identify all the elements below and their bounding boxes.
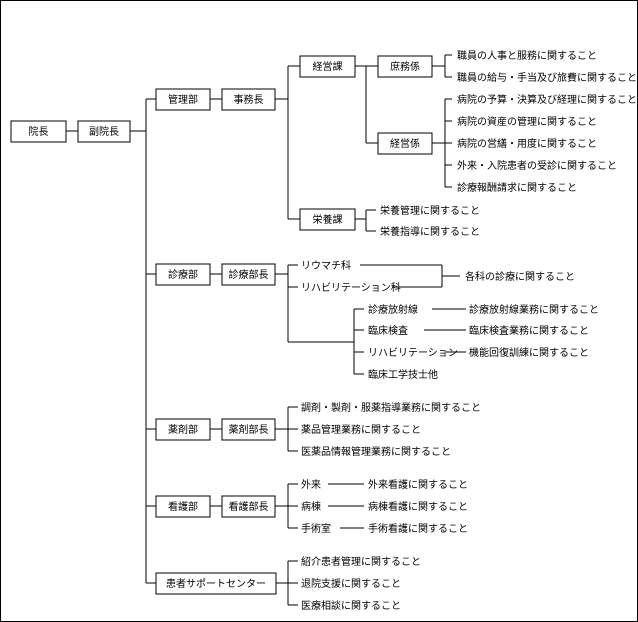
duty-item: 職員の給与・手当及び旅費に関すること [457,71,637,84]
clinical-unit-label: リハビリテーション [368,347,458,359]
duty-item: 各科の診療に関すること [465,270,575,283]
duty-item: 手術看護に関すること [368,522,468,535]
keiei-unit-node: 経営係 [377,132,433,155]
clinical-unit-label: 診療放射線 [368,303,418,316]
duty-item: 病院の予算・決算及び経理に関すること [457,93,637,106]
director-label: 院長 [29,125,49,138]
duty-item: 医療相談に関すること [301,599,401,612]
duty-item: 臨床検査業務に関すること [469,324,589,337]
clinical-head-node: 診療部長 [221,263,276,286]
pharmacy-head-label: 薬剤部長 [229,423,269,436]
nursing-unit-label: 病棟 [301,500,321,513]
eiyo-section-node: 栄養課 [299,208,356,231]
duty-item: 外来看護に関すること [368,478,468,491]
nursing-dept-label: 看護部 [168,500,198,513]
support-items: 紹介患者管理に関すること 退院支援に関すること 医療相談に関すること [301,555,421,612]
nursing-unit-label: 外来 [301,479,321,491]
duty-item: 病棟看護に関すること [368,500,468,513]
duty-item: 栄養管理に関すること [380,204,480,217]
duty-item: 医薬品情報管理業務に関すること [301,445,451,458]
keiei-section-node: 経営課 [299,55,356,78]
vice-director-node: 副院長 [77,120,131,143]
clinical-unit-label: リウマチ科 [301,259,351,272]
pharmacy-dept-node: 薬剤部 [155,418,211,441]
duty-item: 紹介患者管理に関すること [301,555,421,568]
clinical-dept-node: 診療部 [155,263,211,286]
shomu-unit-label: 庶務係 [390,60,420,73]
duty-item: 機能回復訓練に関すること [469,346,589,359]
clinical-items: リウマチ科 リハビリテーション科 各科の診療に関すること 診療放射線 臨床検査 … [301,259,599,381]
management-head-node: 事務長 [221,88,276,111]
pharmacy-head-node: 薬剤部長 [221,418,276,441]
pharmacy-dept-label: 薬剤部 [168,423,198,436]
vice-director-label: 副院長 [89,125,119,138]
connector-lines [66,54,466,606]
management-head-label: 事務長 [234,93,264,106]
clinical-head-label: 診療部長 [229,268,269,281]
duty-item: 診療報酬請求に関すること [457,181,577,194]
clinical-unit-label: リハビリテーション科 [301,281,401,294]
nursing-unit-label: 手術室 [301,522,331,535]
pharmacy-items: 調剤・製剤・服薬指導業務に関すること 薬品管理業務に関すること 医薬品情報管理業… [301,401,481,458]
duty-item: 診療放射線業務に関すること [469,303,599,316]
duty-item: 退院支援に関すること [301,577,401,590]
nursing-head-node: 看護部長 [221,495,276,518]
support-center-label: 患者サポートセンター [166,578,266,590]
support-center-node: 患者サポートセンター [155,572,277,595]
clinical-dept-label: 診療部 [168,268,198,281]
duty-item: 病院の資産の管理に関すること [457,115,597,128]
eiyo-section-label: 栄養課 [313,213,343,226]
duty-item: 栄養指導に関すること [380,225,480,238]
clinical-unit-label: 臨床検査 [368,324,408,337]
shomu-unit-node: 庶務係 [377,55,433,78]
duty-item: 職員の人事と服務に関すること [457,49,597,62]
nursing-items: 外来 病棟 手術室 外来看護に関すること 病棟看護に関すること 手術看護に関する… [301,478,468,535]
duty-item: 薬品管理業務に関すること [301,423,421,436]
nursing-dept-node: 看護部 [155,495,211,518]
duty-item: 病院の営繕・用度に関すること [457,137,597,150]
clinical-unit-label: 臨床工学技士他 [368,368,438,381]
keiei-section-label: 経営課 [313,60,343,73]
director-node: 院長 [10,120,67,143]
management-dept-node: 管理部 [155,88,211,111]
nursing-head-label: 看護部長 [229,500,269,513]
duty-item: 調剤・製剤・服薬指導業務に関すること [301,401,481,414]
duty-item: 外来・入院患者の受診に関すること [457,159,617,172]
management-dept-label: 管理部 [168,93,198,106]
keiei-unit-label: 経営係 [390,137,420,150]
management-items: 職員の人事と服務に関すること 職員の給与・手当及び旅費に関すること 病院の予算・… [380,49,637,238]
